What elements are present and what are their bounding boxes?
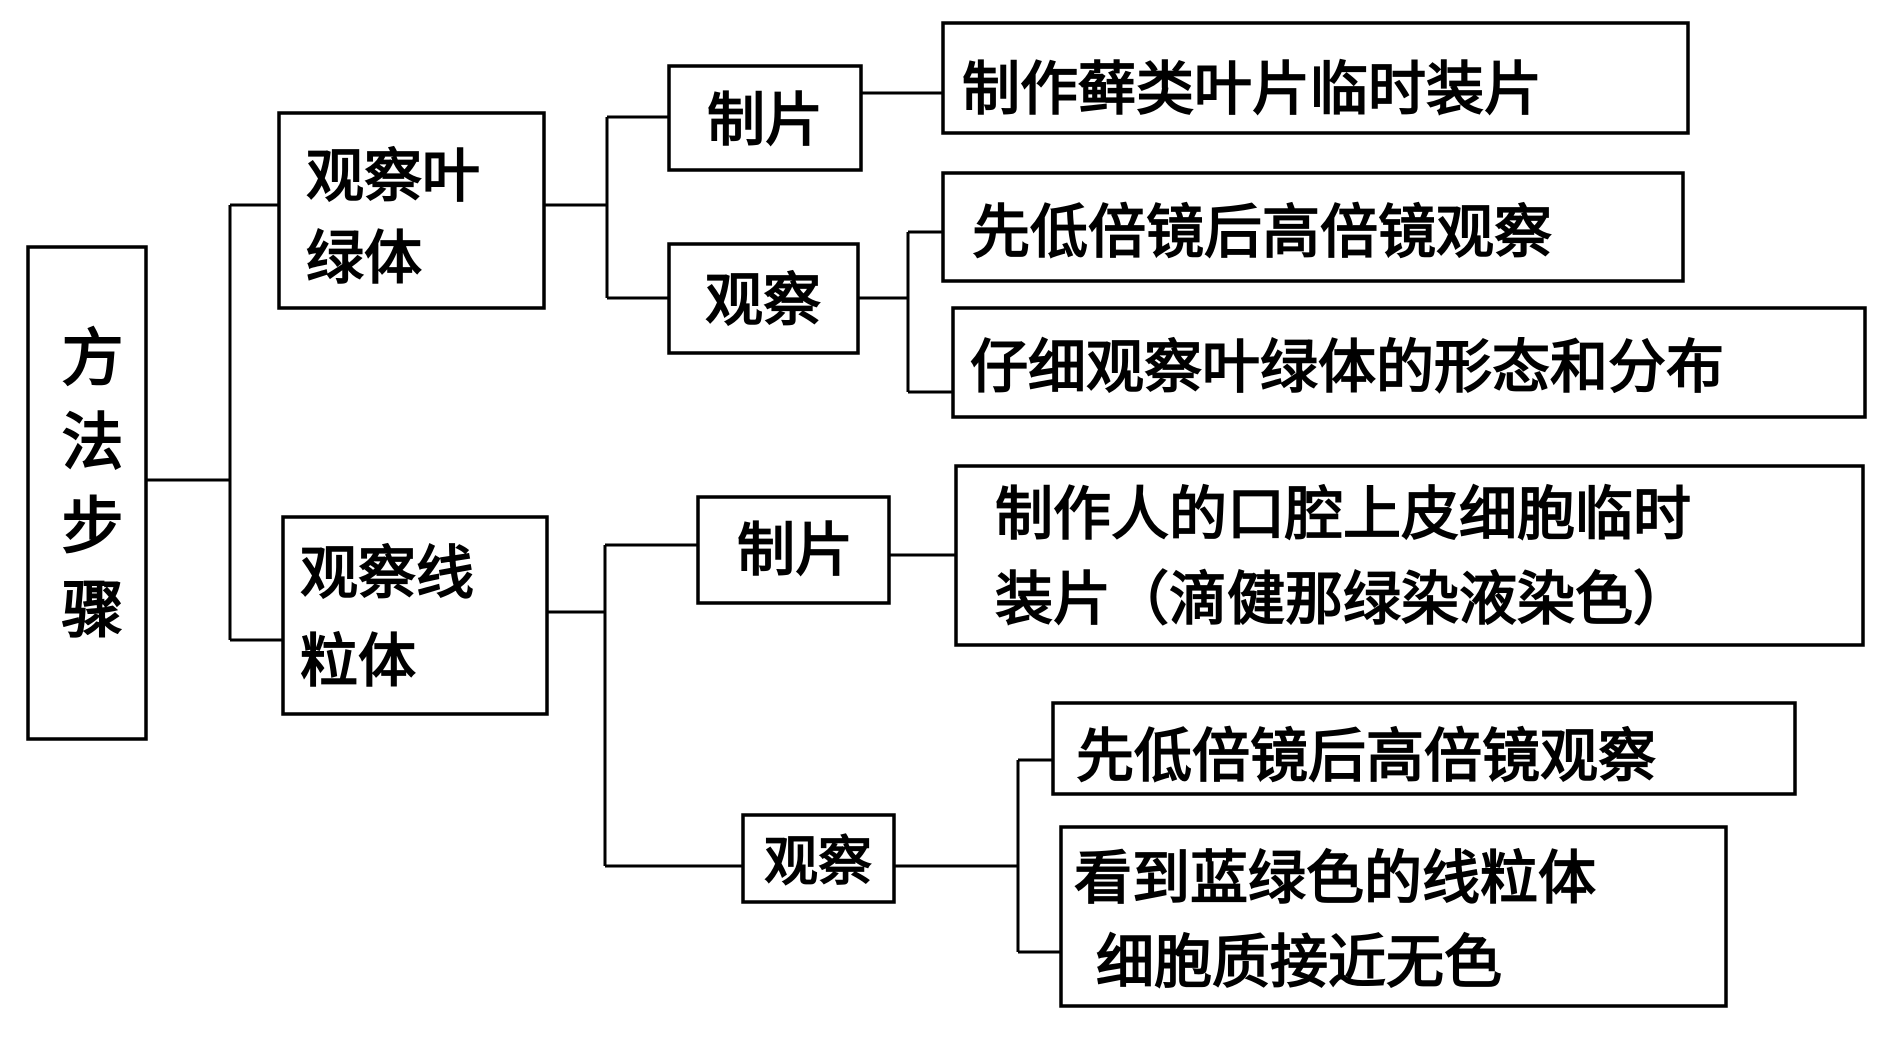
observe-2-label: 观察	[764, 830, 872, 893]
branch-mitochondria-box	[281, 515, 549, 716]
observe-2-detail-1-box	[1051, 701, 1797, 796]
observe-2-detail-2-box	[1059, 825, 1728, 1008]
prep-1-detail-text: 制作藓类叶片临时装片	[962, 55, 1542, 123]
prep-2-box	[696, 495, 891, 605]
prep-1-detail-box	[941, 21, 1690, 135]
prep-2-detail-box	[954, 464, 1865, 647]
prep-2-detail-line-1: 制作人的口腔上皮细胞临时	[995, 480, 1691, 548]
observe-2-detail-2-line-2: 细胞质接近无色	[1096, 928, 1502, 996]
observe-1-label: 观察	[705, 266, 821, 334]
observe-2-detail-1-text: 先低倍镜后高倍镜观察	[1076, 722, 1656, 790]
prep-2-detail-line-2: 装片（滴健那绿染液染色）	[995, 565, 1691, 633]
connectors	[147, 91, 1060, 954]
observe-1-detail-2-box	[951, 306, 1867, 419]
observe-2-detail-2-line-1: 看到蓝绿色的线粒体	[1074, 844, 1596, 912]
observe-1-detail-1-box	[941, 171, 1685, 283]
branch-chloroplast: 观察叶 绿体 制片 制作藓类叶片临时装片 观察 先低倍镜后高倍镜观察 仔细观察叶…	[277, 21, 1867, 419]
observe-2-detail-2-text: 看到蓝绿色的线粒体 细胞质接近无色	[1074, 844, 1616, 996]
observe-2-box	[741, 813, 896, 904]
prep-1-label: 制片	[707, 86, 823, 154]
prep-1-box	[667, 64, 863, 172]
prep-2-label: 制片	[737, 516, 853, 584]
observe-1-detail-1-text: 先低倍镜后高倍镜观察	[972, 198, 1552, 266]
prep-2-detail-text: 制作人的口腔上皮细胞临时 装片（滴健那绿染液染色）	[995, 480, 1711, 633]
root-box	[26, 245, 148, 741]
branch-chloroplast-title-line-1: 观察叶	[306, 142, 480, 210]
branch-mitochondria-title-line-1: 观察线	[300, 539, 474, 607]
root-node: 方法步骤	[26, 245, 148, 741]
observe-1-detail-2-text: 仔细观察叶绿体的形态和分布	[970, 333, 1724, 401]
root-label: 方法步骤	[51, 325, 124, 661]
branch-mitochondria: 观察线 粒体 制片 制作人的口腔上皮细胞临时 装片（滴健那绿染液染色） 观察 先…	[281, 464, 1865, 1008]
branch-mitochondria-title-line-2: 粒体	[300, 627, 416, 695]
branch-chloroplast-title: 观察叶 绿体	[306, 142, 500, 292]
observe-1-box	[667, 242, 860, 355]
branch-chloroplast-box	[277, 111, 546, 310]
branch-chloroplast-title-line-2: 绿体	[306, 224, 422, 292]
branch-mitochondria-title: 观察线 粒体	[300, 539, 494, 695]
